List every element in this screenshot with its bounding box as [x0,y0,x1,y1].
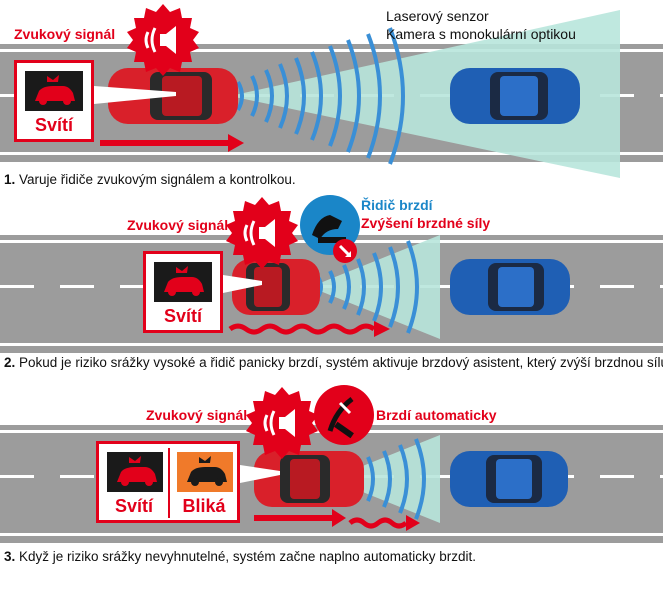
warning-lamp-icon [154,262,212,302]
own-car-red [232,259,320,315]
warning-panel: Svítí Bliká [96,441,240,523]
speaker-icon [246,387,318,459]
lamp-status-label: Svítí [114,496,153,516]
sensor-label-laser: Laserový senzor [386,8,489,24]
sensor-label-camera: Kamera s monokulární optikou [386,26,576,42]
sensor-beam [230,10,620,178]
panel-connector [94,86,176,104]
warning-panel: Svítí [14,60,94,142]
scene-3: Zvukový signál Brzdí automaticky Svítí [0,385,663,590]
sensor-beam [310,235,440,339]
lane-edge [0,152,663,155]
lamp-status-label: Svítí [163,306,202,326]
speaker-icon [127,4,199,76]
panel-connector [223,275,262,293]
speaker-icon [226,197,298,269]
front-car-blue [450,451,568,507]
scene-2: Zvukový signál Řidič brzdí Zvýšení brzdn… [0,195,663,385]
auto-brake-icon [314,385,374,445]
brake-boost-label: Zvýšení brzdné síly [361,215,491,231]
warning-panel: Svítí [143,251,223,333]
lane-edge [0,343,663,346]
lamp-status-label: Svítí [34,115,73,135]
caption-1: 1. Varuje řidiče zvukovým signálem a kon… [4,172,296,187]
own-car-red [254,451,364,507]
panel-divider [168,448,170,518]
driver-brakes-label: Řidič brzdí [361,197,433,213]
sensor-beam [330,435,440,523]
sound-signal-label: Zvukový signál [146,407,248,423]
motion-arrow-icon [228,321,390,337]
warning-lamp-icon [177,452,233,492]
warning-lamp-icon [107,452,163,492]
foot-brake-icon [300,195,360,263]
warning-lamp-icon [25,71,83,111]
lane-edge [0,533,663,536]
panel-connector [240,465,280,483]
auto-brake-label: Brzdí automaticky [376,407,497,423]
motion-arrow-icon [100,134,244,152]
lamp-status-label: Bliká [182,496,226,516]
sound-signal-label: Zvukový signál [127,217,229,233]
front-car-blue [450,259,570,315]
caption-3: 3. Když je riziko srážky nevyhnutelné, s… [4,549,476,564]
sound-signal-label: Zvukový signál [14,26,116,42]
front-car-blue [450,68,580,124]
scene-1: Zvukový signál Laserový senzor Kamera s … [0,0,663,195]
motion-arrow-icon [254,509,420,531]
caption-2: 2. Pokud je riziko srážky vysoké a řidič… [4,355,663,370]
